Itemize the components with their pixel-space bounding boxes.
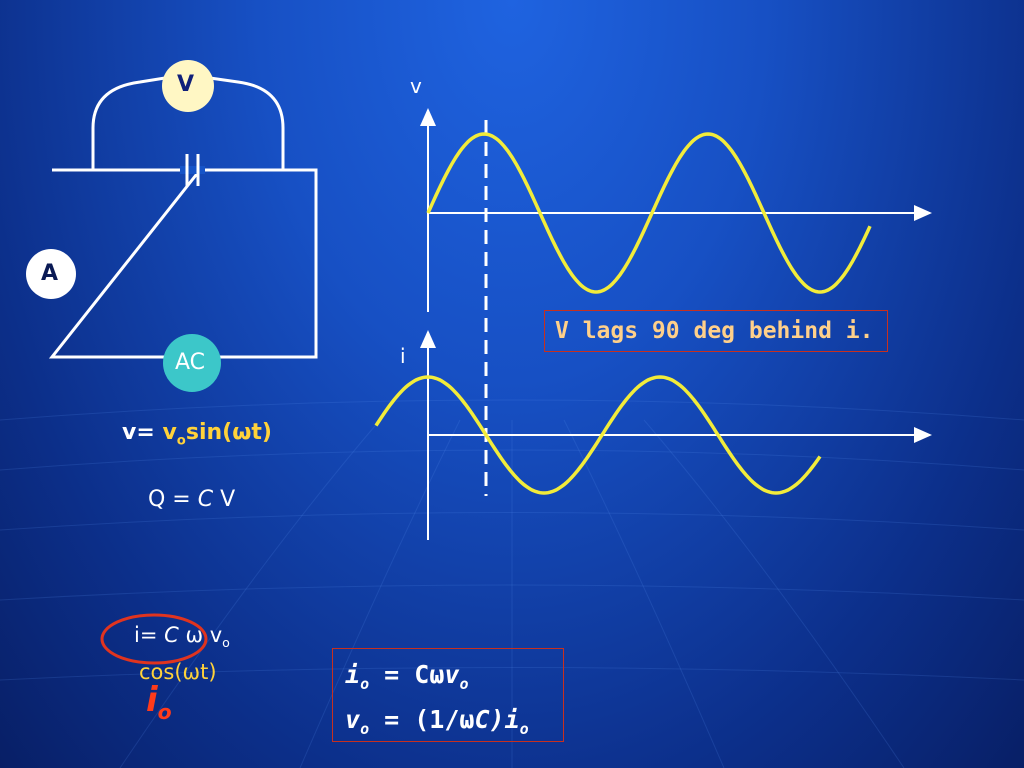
- voltage-amplitude: vosin(ωt): [162, 420, 272, 449]
- highlight-circle: [100, 613, 208, 665]
- ac-source: [163, 334, 221, 392]
- voltage-wave: [426, 132, 872, 294]
- voltmeter-label: V: [177, 72, 195, 97]
- voltage-prefix: v=: [122, 420, 155, 445]
- waveform-graphs: [374, 108, 932, 540]
- ammeter-label: A: [41, 261, 59, 286]
- v-axis-label: v: [410, 74, 422, 98]
- source-label: AC: [175, 350, 206, 375]
- ammeter: [26, 249, 76, 299]
- i-axis-label: i: [400, 344, 406, 368]
- current-wave: [374, 375, 822, 495]
- voltmeter-wire: [91, 76, 285, 170]
- equation-voltage-amplitude: vo = (1/ωC)io: [345, 705, 529, 738]
- equation-current-amplitude: io = Cωvo: [345, 660, 469, 693]
- circuit-diagram: [26, 60, 318, 392]
- current-amplitude-label: io: [146, 680, 172, 724]
- voltage-formula: v= vosin(ωt): [122, 420, 272, 448]
- amplitude-equations: io = Cωvo vo = (1/ωC)io: [332, 648, 564, 742]
- voltmeter: [162, 60, 214, 112]
- circuit-loop-wire: [48, 168, 318, 359]
- phase-note: V lags 90 deg behind i.: [544, 310, 888, 352]
- charge-formula: Q = C V: [148, 487, 236, 512]
